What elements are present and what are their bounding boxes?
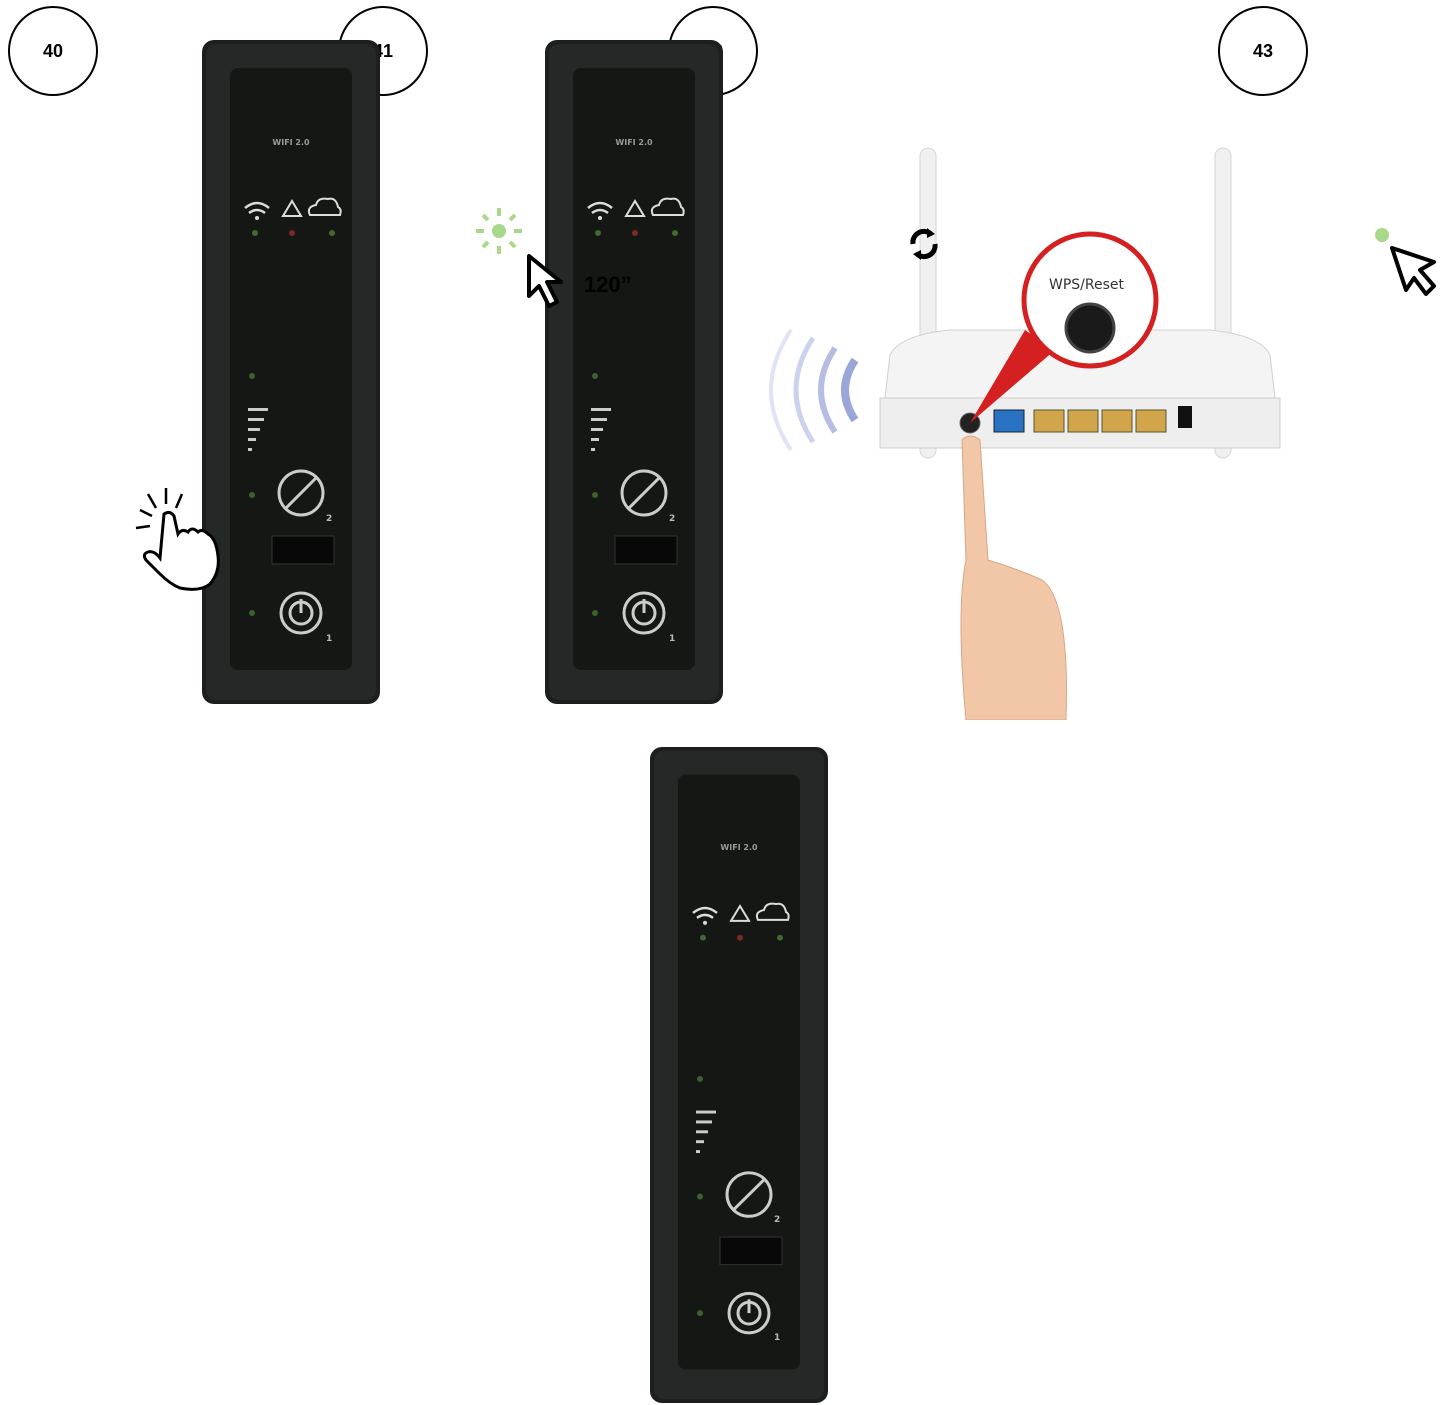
device-model-label: WIFI 2.0: [200, 138, 382, 147]
green-led-dot: [1372, 225, 1392, 245]
repeater-device-2: WIFI 2.0 2 1: [543, 38, 725, 706]
power-button-number: 1: [669, 634, 675, 644]
blinking-led-icon: [474, 206, 524, 256]
device-model-label: WIFI 2.0: [543, 138, 725, 147]
wps-button-number: 2: [669, 514, 675, 524]
cursor-arrow-icon: [525, 252, 579, 310]
device-model-label: WIFI 2.0: [648, 843, 830, 852]
router-callout-label: WPS/Reset: [1049, 277, 1124, 293]
cursor-arrow-icon: [1388, 244, 1442, 300]
power-button-number: 1: [774, 1333, 780, 1343]
repeater-device-1: WIFI 2.0 2 1: [200, 38, 382, 706]
wps-button-number: 2: [774, 1215, 780, 1225]
refresh-icon: [905, 226, 943, 262]
step-badge-40: 40: [8, 6, 98, 96]
hand-press-icon: [130, 482, 240, 592]
wifi-waves-icon: [745, 320, 865, 460]
timer-label: 120”: [584, 272, 632, 298]
wps-button-number: 2: [326, 514, 332, 524]
power-button-number: 1: [326, 634, 332, 644]
step-badge-43: 43: [1218, 6, 1308, 96]
repeater-device-3: WIFI 2.0 2 1: [648, 745, 830, 1405]
